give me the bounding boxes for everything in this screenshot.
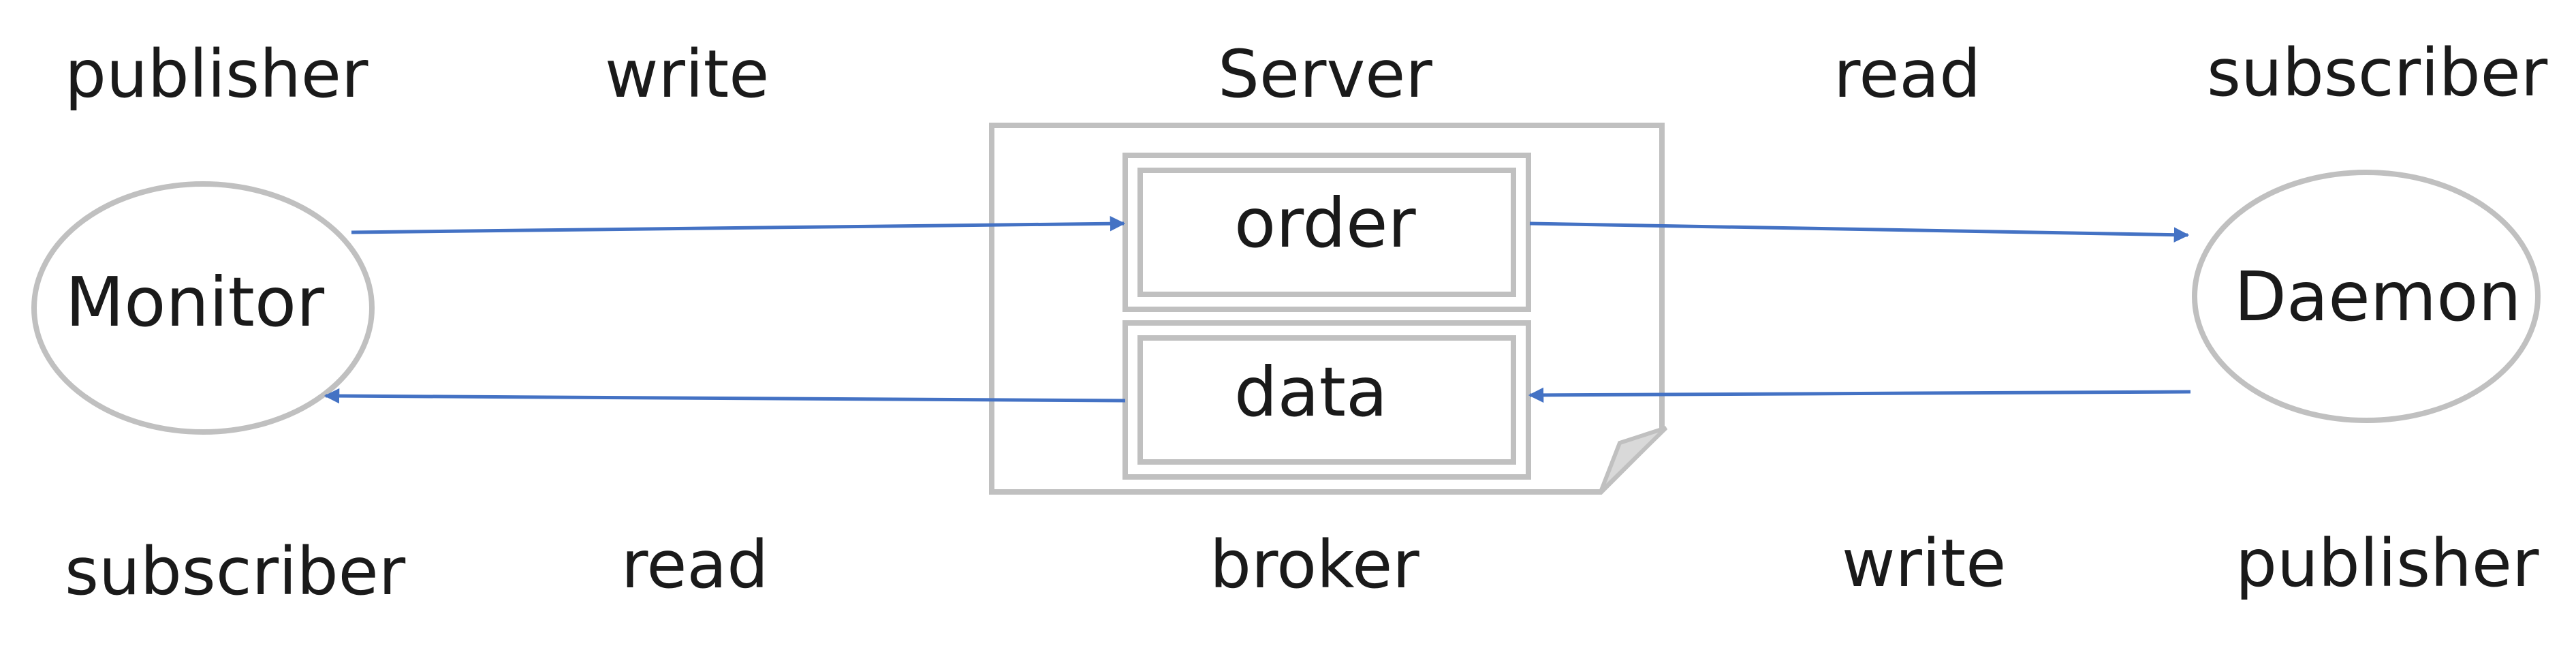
broker-label: broker: [1210, 527, 1419, 603]
top-left-role-label: publisher: [65, 36, 368, 112]
top-right-action-label: read: [1834, 36, 1981, 112]
bottom-left-action-label: read: [621, 527, 768, 603]
folded-corner-icon: [1599, 426, 1668, 494]
top-right-role-label: subscriber: [2207, 35, 2548, 111]
bottom-left-role-label: subscriber: [65, 533, 406, 610]
order-label: order: [1234, 183, 1417, 263]
daemon-label: Daemon: [2234, 257, 2522, 337]
data-to-monitor-arrow: [324, 388, 1126, 404]
server-broker-document: [989, 123, 1668, 495]
order-box: [1122, 153, 1531, 312]
bottom-right-action-label: write: [1842, 525, 2006, 602]
bottom-right-role-label: publisher: [2235, 525, 2539, 602]
data-label: data: [1234, 352, 1387, 432]
top-left-action-label: write: [605, 36, 769, 112]
monitor-to-order-arrow: [351, 215, 1126, 234]
monitor-label: Monitor: [65, 262, 325, 342]
server-label: Server: [1218, 36, 1432, 112]
daemon-node: [2192, 170, 2541, 423]
monitor-node: [31, 181, 375, 435]
order-to-daemon-arrow: [1529, 221, 2190, 243]
daemon-to-data-arrow: [1528, 387, 2191, 403]
